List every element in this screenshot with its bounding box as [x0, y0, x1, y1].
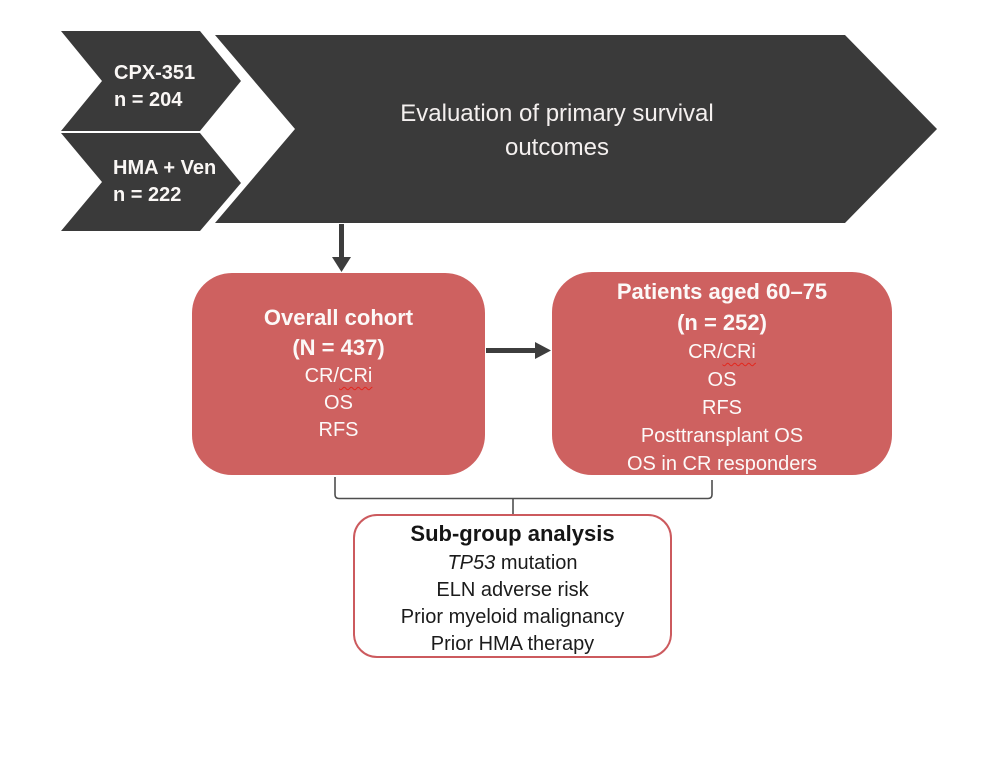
subgroup-title: Sub-group analysis — [410, 521, 615, 546]
evaluation-arrow-title: Evaluation of primary survival outcomes — [307, 97, 807, 165]
overall-cohort-n: (N = 437) — [292, 335, 385, 360]
cr-prefix: CR/ — [304, 365, 340, 387]
hma-n: n = 222 — [113, 184, 182, 206]
chevron-cpx-label: CPX-351 n = 204 — [114, 60, 195, 114]
aged-box-title: Patients aged 60–75 — [616, 279, 828, 304]
right-arrow-icon — [486, 342, 551, 359]
down-arrow-icon — [332, 224, 351, 272]
chevron-cpx-shape — [61, 31, 241, 131]
cri-misspelled: CRi — [339, 365, 373, 387]
aged-outcome-os-cr-responders: OS in CR responders — [626, 453, 818, 475]
cpx-n: n = 204 — [114, 89, 183, 111]
overall-outcome-os: OS — [324, 392, 353, 414]
aged-outcome-rfs: RFS — [702, 397, 742, 419]
evaluation-title-line2: outcomes — [504, 134, 610, 161]
subgroup-analysis-box: Sub-group analysis TP53 mutation ELN adv… — [353, 514, 672, 658]
aged-60-75-box: Patients aged 60–75 (n = 252) CR/CRi OS … — [552, 272, 892, 475]
subgroup-item-tp53: TP53 mutation — [355, 550, 670, 577]
evaluation-arrow-shape — [215, 35, 937, 223]
chevron-hma-label: HMA + Ven n = 222 — [113, 155, 216, 209]
tp53-rest: mutation — [495, 552, 578, 574]
subgroup-item-prior-myeloid: Prior myeloid malignancy — [400, 606, 625, 628]
cr-prefix: CR/ — [688, 341, 723, 363]
subgroup-item-prior-hma: Prior HMA therapy — [430, 633, 595, 655]
aged-box-n: (n = 252) — [677, 310, 767, 335]
cpx-name: CPX-351 — [114, 62, 196, 84]
subgroup-item-eln: ELN adverse risk — [436, 579, 589, 601]
chevron-hma-shape — [61, 133, 241, 231]
aged-outcome-crcri: CR/CRi — [552, 338, 892, 366]
tp53-gene: TP53 — [447, 552, 496, 574]
aged-outcome-os: OS — [707, 369, 737, 391]
hma-name: HMA + Ven — [113, 157, 217, 179]
cri-misspelled: CRi — [722, 341, 756, 363]
bracket-connector — [334, 477, 713, 514]
overall-outcome-crcri: CR/CRi — [192, 363, 485, 390]
overall-cohort-box: Overall cohort (N = 437) CR/CRi OS RFS — [192, 273, 485, 475]
overall-outcome-rfs: RFS — [318, 419, 359, 441]
overall-cohort-title: Overall cohort — [263, 305, 414, 330]
evaluation-title-line1: Evaluation of primary survival — [400, 100, 714, 127]
aged-outcome-posttransplant-os: Posttransplant OS — [640, 425, 804, 447]
